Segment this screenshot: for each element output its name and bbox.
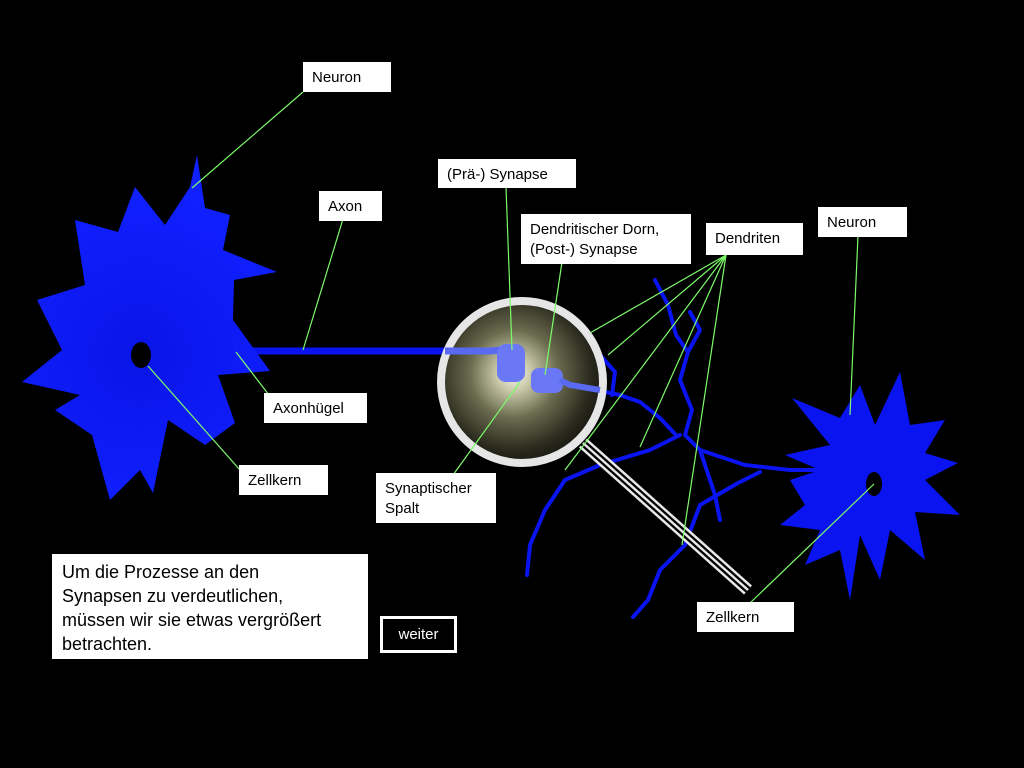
label-axon: Axon	[319, 191, 382, 221]
magnifier-handle	[579, 438, 752, 595]
magnifier-lens	[437, 297, 607, 467]
magnified-dendrite	[558, 377, 601, 393]
explanation-note: Um die Prozesse an den Synapsen zu verde…	[52, 554, 368, 659]
label-synaptic-cleft: Synaptischer Spalt	[376, 473, 496, 523]
nucleus-left	[131, 342, 151, 368]
leader-lines	[147, 91, 875, 604]
next-button[interactable]: weiter	[380, 616, 457, 653]
neuron-left-body	[22, 155, 277, 500]
magnified-axon-terminal	[445, 346, 501, 355]
post-synapse-knob	[531, 368, 563, 393]
label-dendritic-spine: Dendritischer Dorn, (Post-) Synapse	[521, 214, 691, 264]
label-neuron-left: Neuron	[303, 62, 391, 92]
label-neuron-right: Neuron	[818, 207, 907, 237]
label-axon-hillock: Axonhügel	[264, 393, 367, 423]
label-nucleus-left: Zellkern	[239, 465, 328, 495]
pre-synapse-knob	[497, 344, 525, 382]
label-dendrites: Dendriten	[706, 223, 803, 255]
label-pre-synapse: (Prä-) Synapse	[438, 159, 576, 188]
label-nucleus-right: Zellkern	[697, 602, 794, 632]
